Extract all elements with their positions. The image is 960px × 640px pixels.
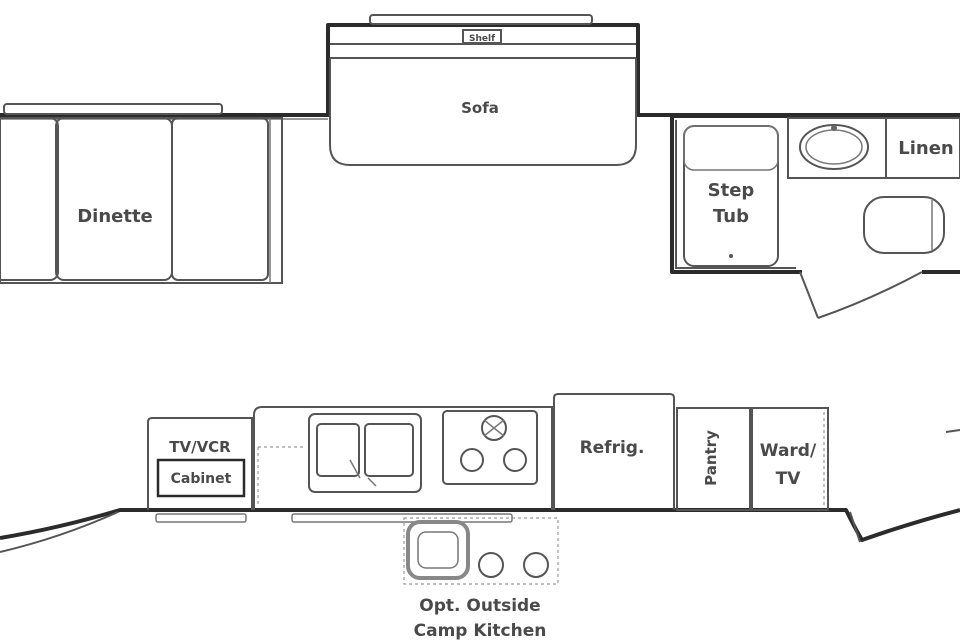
galley-counter xyxy=(253,406,553,523)
double-sink-icon xyxy=(308,413,422,493)
linen-closet xyxy=(885,117,960,179)
burner-left xyxy=(460,448,484,472)
ward-label-2: TV xyxy=(776,469,802,489)
door-swing-arc xyxy=(817,271,923,319)
burner-grate xyxy=(483,419,505,437)
tv-vcr-label: TV/VCR xyxy=(169,438,231,456)
bottom-right-flare xyxy=(849,511,861,543)
pantry-label: Pantry xyxy=(702,430,720,486)
burner-right xyxy=(503,448,527,472)
slideout-topper xyxy=(369,14,593,25)
refrig-label: Refrig. xyxy=(580,438,645,458)
outside-sink-icon xyxy=(406,520,470,580)
toilet-icon xyxy=(863,196,945,254)
sink-bowl-right xyxy=(364,423,414,477)
dinette-table xyxy=(55,117,173,281)
bathroom-door xyxy=(799,271,819,319)
cabinet-label: Cabinet xyxy=(171,471,232,487)
bathroom-wall-inner xyxy=(675,120,796,269)
bathroom-wall xyxy=(670,114,960,274)
step-tub-label-2: Tub xyxy=(713,206,749,227)
outside-camp-kitchen: Opt. Outside Camp Kitchen xyxy=(403,517,559,640)
linen-label: Linen xyxy=(898,138,953,159)
outside-kitchen-outline xyxy=(403,517,559,585)
wardrobe-outline xyxy=(751,407,829,511)
dinette-seat-left xyxy=(0,117,59,281)
step-tub-step xyxy=(683,125,779,171)
step-tub-label-1: Step xyxy=(708,180,755,201)
ward-label-1: Ward/ xyxy=(760,441,817,461)
bathroom: Step Tub Linen xyxy=(670,114,960,319)
shelf-label: Shelf xyxy=(469,34,495,44)
tub-drain-icon xyxy=(729,254,733,258)
tv-cabinet-outline xyxy=(147,417,253,510)
refrigerator: Refrig. xyxy=(553,393,675,510)
pantry: Pantry xyxy=(676,407,751,511)
faucet-icon xyxy=(831,125,837,131)
dinette-outline xyxy=(0,117,283,284)
refrig-outline xyxy=(553,393,675,510)
outside-sink-bowl xyxy=(417,531,459,569)
sink-icon xyxy=(799,124,869,170)
right-curve xyxy=(945,429,960,433)
stove-icon xyxy=(442,410,538,485)
dinette-cushion-top xyxy=(3,103,223,115)
sofa-seat xyxy=(329,58,637,166)
dinette-label: Dinette xyxy=(77,206,153,227)
bottom-left-flare xyxy=(0,511,119,553)
counter-outline xyxy=(253,406,553,510)
outside-burner-left xyxy=(478,552,504,578)
pantry-outline xyxy=(676,407,751,511)
dinette: Dinette xyxy=(0,103,283,284)
sofa-slideout: Shelf Sofa xyxy=(329,14,637,166)
sink-faucet-icon xyxy=(349,459,377,487)
sink-bowl-left xyxy=(316,423,360,477)
wardrobe-tv: Ward/ TV xyxy=(751,407,829,511)
outside-label-1: Opt. Outside xyxy=(419,596,540,616)
sink-basin xyxy=(805,129,863,165)
outside-burner-right xyxy=(523,552,549,578)
dinette-seat-right xyxy=(171,117,269,281)
burner-top xyxy=(481,415,507,441)
outside-label-2: Camp Kitchen xyxy=(414,621,547,640)
sofa-label: Sofa xyxy=(461,99,499,117)
tv-vcr-cabinet: TV/VCR Cabinet xyxy=(147,417,253,523)
tv-cabinet-base xyxy=(155,513,247,523)
cabinet-box xyxy=(156,458,246,498)
